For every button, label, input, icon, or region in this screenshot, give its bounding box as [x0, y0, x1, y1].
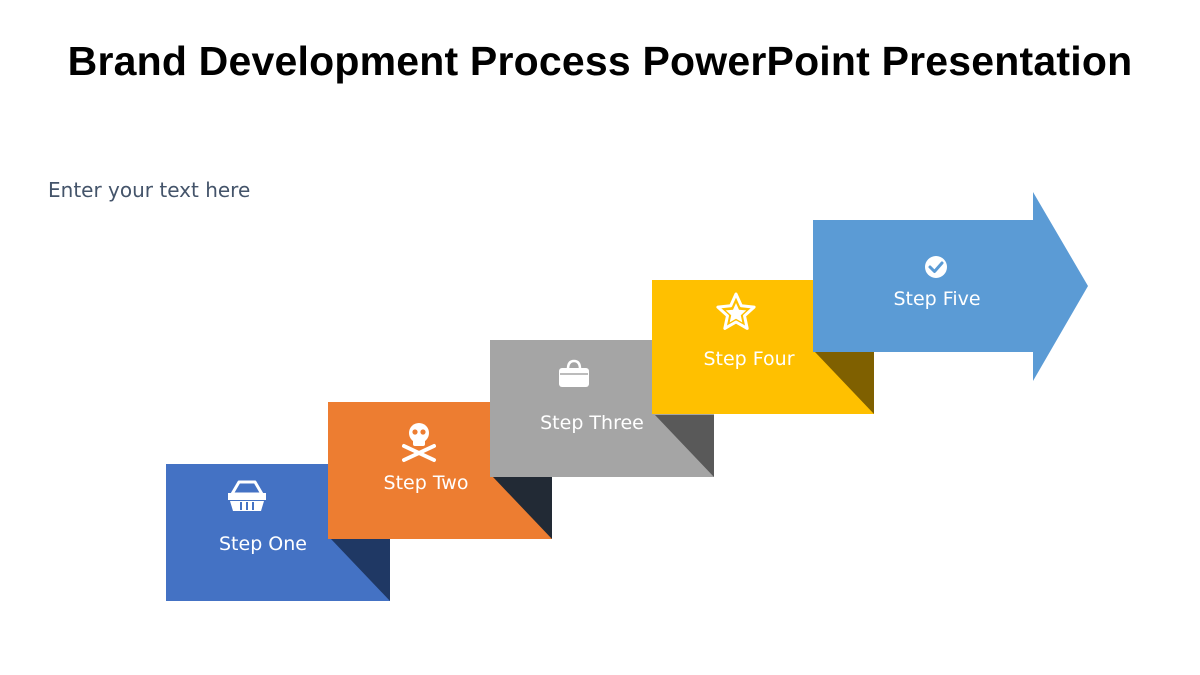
step-three-fold [655, 415, 714, 477]
bag-icon [559, 359, 589, 387]
step-two-fold [493, 477, 552, 539]
step-one-fold [331, 539, 390, 601]
body-text-placeholder[interactable]: Enter your text here [48, 178, 251, 202]
skull-icon [402, 423, 436, 462]
step-two-label: Step Two [384, 472, 469, 494]
star-icon [716, 292, 756, 330]
step-four-fold [815, 352, 874, 414]
checkmark-icon [925, 256, 947, 278]
basket-icon [228, 480, 266, 511]
step-three-label: Step Three [540, 412, 644, 434]
step-five: Step Five [813, 192, 1088, 381]
step-five-label: Step Five [893, 288, 980, 310]
slide-title: Brand Development Process PowerPoint Pre… [67, 38, 1133, 84]
step-one-label: Step One [219, 533, 307, 555]
step-four-label: Step Four [703, 348, 794, 370]
step-five-arrow [813, 192, 1088, 381]
